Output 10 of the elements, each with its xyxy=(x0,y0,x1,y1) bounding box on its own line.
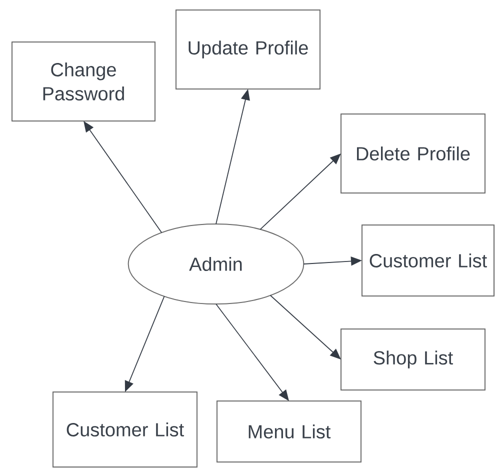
process-box: Shop List xyxy=(340,328,486,390)
arrow xyxy=(260,154,341,230)
process-box: Customer List xyxy=(362,224,494,296)
process-box: Update Profile xyxy=(176,10,320,90)
process-box: Change Password xyxy=(12,42,156,122)
process-box: Delete Profile xyxy=(340,114,486,194)
process-box: Menu List xyxy=(216,400,362,462)
arrow xyxy=(270,294,341,360)
process-box: Customer List xyxy=(52,392,198,468)
ellipse-node: Admin xyxy=(128,224,304,304)
